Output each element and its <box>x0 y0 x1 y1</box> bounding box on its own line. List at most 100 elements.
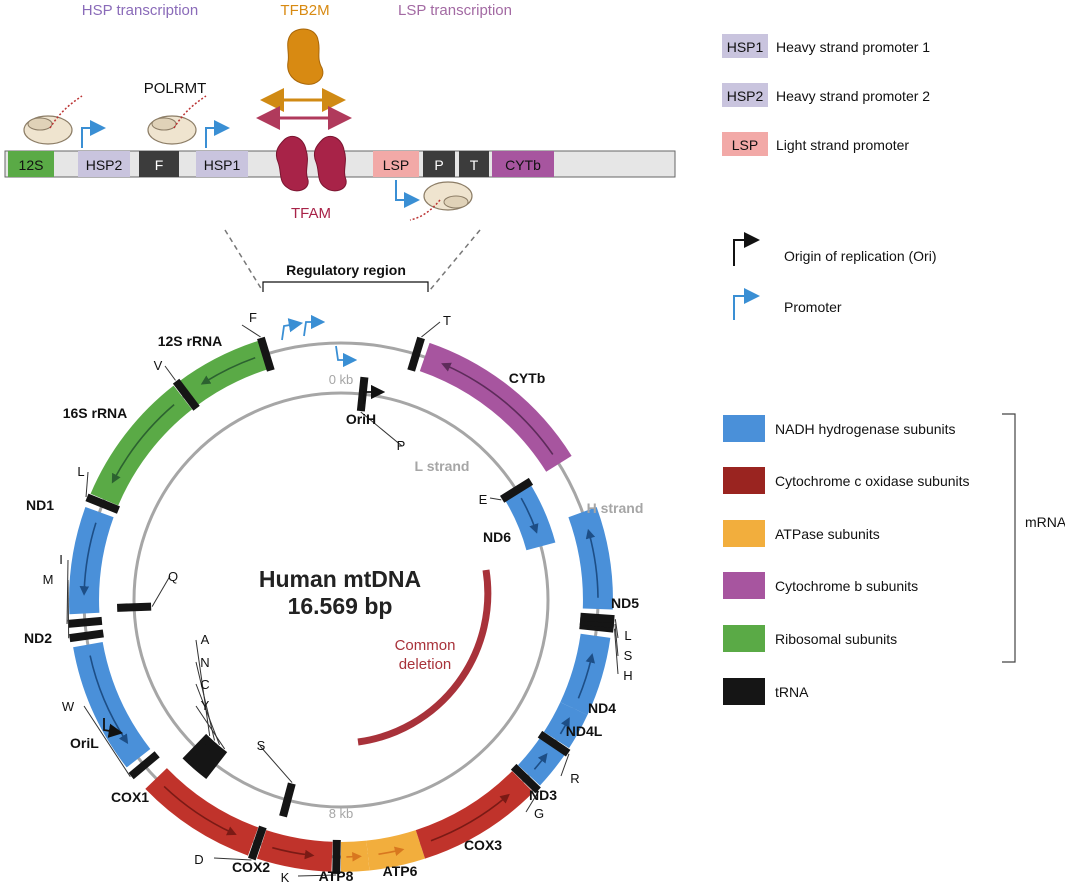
trna-l: L <box>580 612 632 643</box>
trna-label: L <box>624 628 631 643</box>
trna-n: N <box>188 655 217 770</box>
svg-text:P: P <box>434 157 443 173</box>
svg-text:F: F <box>155 157 164 173</box>
svg-text:T: T <box>470 157 479 173</box>
trna-k: K <box>281 839 341 885</box>
gene-arc-atp6 <box>366 830 426 871</box>
trna-label: L <box>77 464 84 479</box>
trna-t: T <box>407 313 451 372</box>
legend-item-cox: Cytochrome c oxidase subunits <box>723 467 970 494</box>
svg-text:Cytochrome c oxidase subunits: Cytochrome c oxidase subunits <box>775 473 970 489</box>
trna-q: Q <box>116 569 178 612</box>
trna-label: R <box>570 771 579 786</box>
gene-label-nd3: ND3 <box>529 787 557 803</box>
gene-label-nd6: ND6 <box>483 529 511 545</box>
svg-text:HSP2: HSP2 <box>86 157 123 173</box>
trna-label: Y <box>201 698 210 713</box>
gene-arc-nd6 <box>503 482 556 551</box>
svg-text:Cytochrome b subunits: Cytochrome b subunits <box>775 578 918 594</box>
trna-s: S <box>257 738 296 818</box>
box-hsp1: HSP1 <box>196 151 248 177</box>
svg-text:NADH hydrogenase subunits: NADH hydrogenase subunits <box>775 421 956 437</box>
svg-text:Ribosomal subunits: Ribosomal subunits <box>775 631 897 647</box>
ori-legend-label: Origin of replication (Ori) <box>784 248 937 264</box>
trna-label: N <box>200 655 209 670</box>
gene-arc-nd1 <box>69 506 114 615</box>
box-f: F <box>139 151 179 177</box>
trna-label: K <box>281 870 290 885</box>
svg-text:12S: 12S <box>19 157 44 173</box>
trna-p: P <box>356 376 405 453</box>
trna-w: W <box>62 699 160 780</box>
promoter-legend-label: Promoter <box>784 299 842 315</box>
trna-s: S <box>579 616 633 663</box>
common-deletion-label: deletion <box>399 656 452 673</box>
trna-label: C <box>200 677 209 692</box>
trna-f: F <box>241 310 275 372</box>
trna-label: S <box>257 738 266 753</box>
gene-arc-nd4l <box>543 702 588 749</box>
trna-a: A <box>182 632 212 764</box>
h-strand-label: H strand <box>587 500 644 516</box>
gene-arc-16s-rrna <box>90 385 193 506</box>
gene-arc-cox1 <box>145 767 259 856</box>
trna-r: R <box>537 730 580 786</box>
mtdna-circular-map: Regulatory region FVLIMWDKGRHSLTEPQANCYS… <box>24 262 643 885</box>
trna-label: S <box>624 648 633 663</box>
origin-arrow-icon <box>103 718 124 738</box>
polrmt-label: POLRMT <box>144 80 207 97</box>
gene-label-16s-rrna: 16S rRNA <box>63 405 128 421</box>
mrna-bracket <box>1002 413 1016 663</box>
color-legend: NADH hydrogenase subunits Cytochrome c o… <box>723 413 1065 705</box>
tfam-protein-icon <box>275 135 309 192</box>
tfb2m-label: TFB2M <box>280 2 329 19</box>
trna-i: I <box>59 552 103 628</box>
svg-text:HSP1: HSP1 <box>727 39 764 55</box>
gene-label-nd4l: ND4L <box>566 723 603 739</box>
box-hsp2: HSP2 <box>78 151 130 177</box>
trna-label: T <box>443 313 451 328</box>
orih-label: OriH <box>346 411 376 427</box>
legend-item-trna: tRNA <box>723 678 809 705</box>
hsp-transcription-label: HSP transcription <box>82 2 198 19</box>
trna-v: V <box>154 358 200 411</box>
promoter-arrow-icon <box>303 314 326 337</box>
trna-label: M <box>43 572 54 587</box>
svg-text:LSP: LSP <box>383 157 409 173</box>
legend-item-hsp2: HSP2 Heavy strand promoter 2 <box>722 83 930 107</box>
trna-label: W <box>62 699 75 714</box>
legend-item-ribo: Ribosomal subunits <box>723 625 897 652</box>
l-strand-circle <box>132 391 550 809</box>
mrna-label: mRNA <box>1025 514 1065 530</box>
trna-l: L <box>77 464 120 514</box>
svg-text:tRNA: tRNA <box>775 684 809 700</box>
trna-label: I <box>59 552 63 567</box>
legend-item-cytb: Cytochrome b subunits <box>723 572 918 599</box>
svg-text:Heavy strand promoter 2: Heavy strand promoter 2 <box>776 88 930 104</box>
gene-arc-atp8 <box>340 840 370 873</box>
gene-arc-nd3 <box>517 735 567 786</box>
zoom-line-right <box>429 229 481 291</box>
trna-label: A <box>201 632 210 647</box>
box-lsp: LSP <box>373 151 419 177</box>
box-t: T <box>459 151 489 177</box>
gene-label-atp8: ATP8 <box>319 868 354 884</box>
gene-label-cox3: COX3 <box>464 837 502 853</box>
trna-e: E <box>479 477 534 507</box>
genome-size: 16.569 bp <box>288 593 393 619</box>
promoter-arrow-icon <box>395 180 420 208</box>
gene-arc-cytb <box>419 342 572 472</box>
polrmt-enzyme-icon <box>409 181 473 221</box>
l-strand-label: L strand <box>415 458 470 474</box>
trna-label: Q <box>168 569 178 584</box>
box-p: P <box>423 151 455 177</box>
promoter-arrow-icon <box>205 120 230 148</box>
promoter-arrow-icon <box>81 120 106 148</box>
gene-label-nd2: ND2 <box>24 630 52 646</box>
trna-label: V <box>154 358 163 373</box>
tfam-protein-icon <box>313 135 347 192</box>
regulatory-bracket <box>262 281 429 292</box>
lsp-transcription-label: LSP transcription <box>398 2 512 19</box>
promoter-arrow-icon <box>335 345 358 368</box>
